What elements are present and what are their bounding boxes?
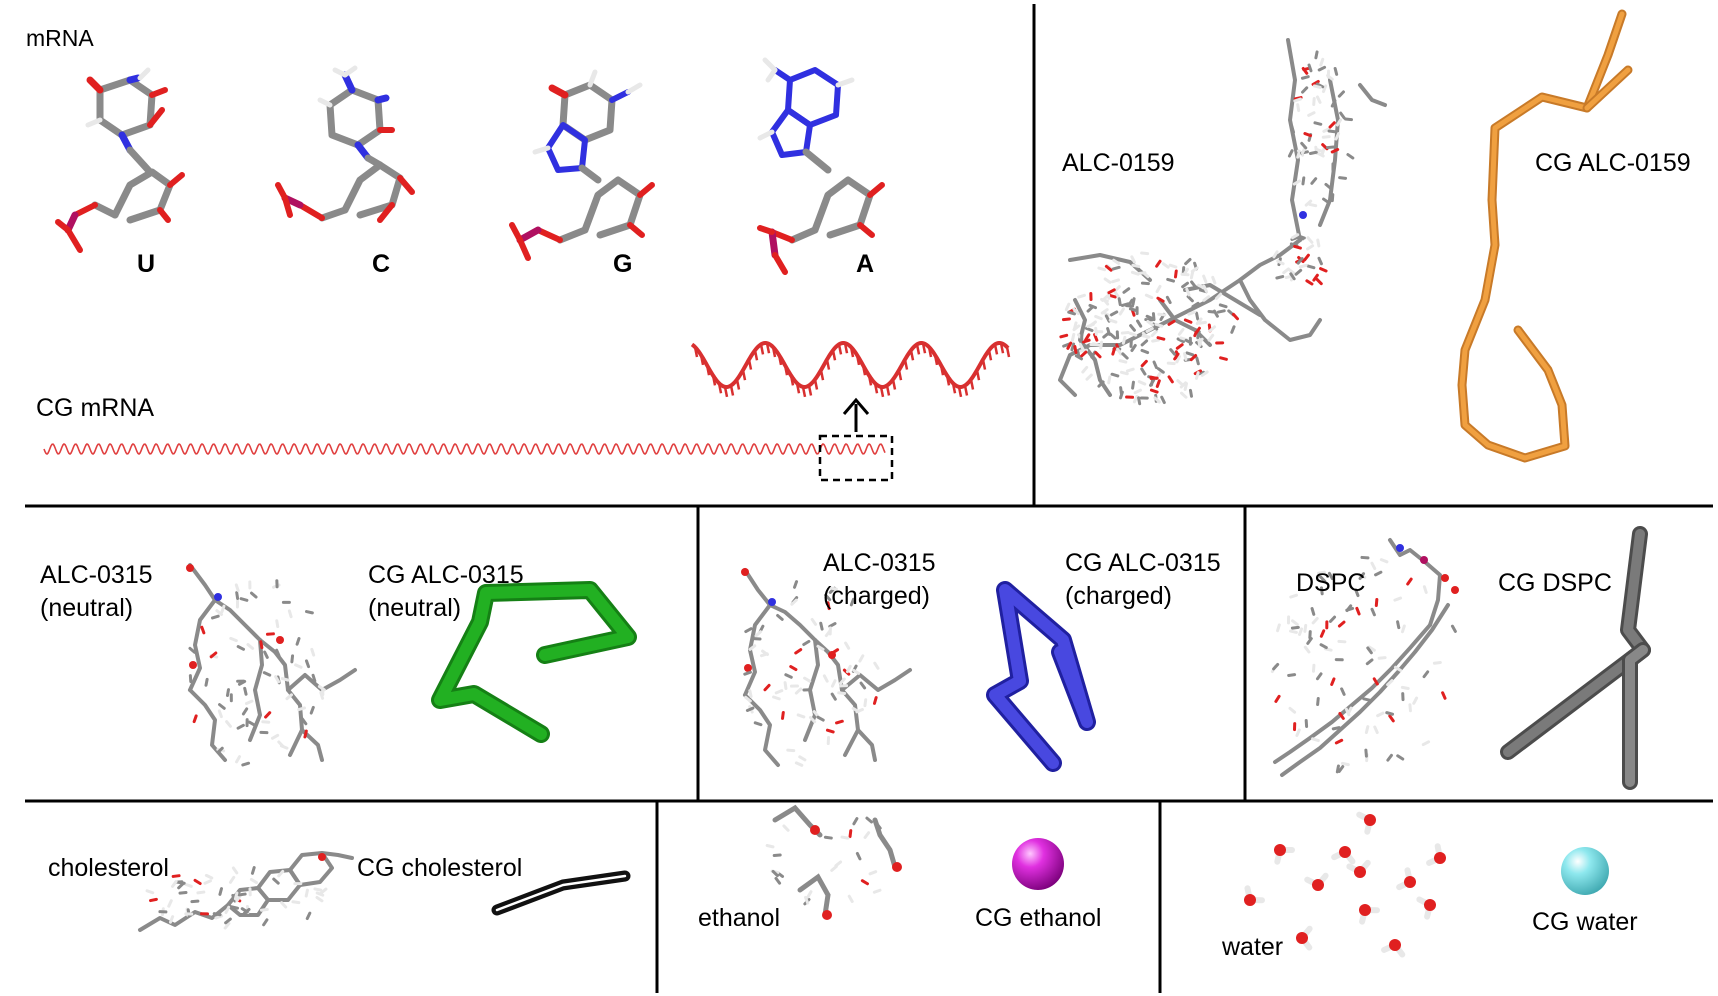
cg-mrna-strand <box>43 443 886 455</box>
alc0315-neutral-label-2: (neutral) <box>40 594 134 622</box>
panel-dividers <box>25 4 1713 993</box>
alc0315-neutral-label-1: ALC-0315 <box>40 561 153 589</box>
cholesterol-label: cholesterol <box>48 854 169 882</box>
cg-alc0315-neutral-label-2: (neutral) <box>368 594 462 622</box>
cg-alc0315-charged-label-2: (charged) <box>1065 582 1172 610</box>
nucleotide-g <box>509 69 655 261</box>
cg-mrna-helix-zoom <box>690 341 1011 398</box>
ethanol-label: ethanol <box>698 904 781 932</box>
cg-ethanol-label: CG ethanol <box>975 904 1102 932</box>
base-label-a: A <box>856 250 875 278</box>
cg-mrna-label: CG mRNA <box>36 394 155 422</box>
ethanol-molecules <box>765 804 902 920</box>
cg-cholesterol-trace <box>491 870 631 916</box>
cg-alc0315-neutral-label-1: CG ALC-0315 <box>368 561 524 589</box>
dspc-atomistic <box>1270 538 1459 777</box>
cg-water-bead <box>1561 847 1609 895</box>
alc0159-atomistic <box>1058 38 1387 406</box>
cg-alc0159-trace <box>1457 9 1633 463</box>
mrna-title: mRNA <box>26 25 94 51</box>
base-label-g: G <box>613 250 633 278</box>
cg-ethanol-bead <box>1012 838 1064 890</box>
alc0315-charged-label-2: (charged) <box>823 582 930 610</box>
cg-dspc-trace <box>1500 526 1651 790</box>
nucleotide-c <box>275 65 415 223</box>
nucleotide-a <box>757 57 885 275</box>
cg-alc0315-charged-label-1: CG ALC-0315 <box>1065 549 1221 577</box>
base-label-c: C <box>372 250 391 278</box>
cg-cholesterol-label: CG cholesterol <box>357 854 523 882</box>
cholesterol-atomistic <box>138 851 354 932</box>
water-molecules <box>1244 811 1446 958</box>
alc0315-charged-atomistic <box>741 568 912 767</box>
dspc-label: DSPC <box>1296 569 1366 597</box>
cg-alc0159-label: CG ALC-0159 <box>1535 149 1691 177</box>
alc0315-charged-label-1: ALC-0315 <box>823 549 936 577</box>
base-label-u: U <box>137 250 156 278</box>
alc0315-neutral-atomistic <box>186 563 357 767</box>
cg-alc0315-charged-trace <box>986 581 1096 772</box>
nucleotide-u <box>55 67 185 253</box>
cg-water-label: CG water <box>1532 908 1638 936</box>
alc0159-label: ALC-0159 <box>1062 149 1175 177</box>
cg-alc0315-neutral-trace <box>431 581 637 743</box>
water-label: water <box>1222 933 1284 961</box>
cg-dspc-label: CG DSPC <box>1498 569 1612 597</box>
cg-mrna-zoom-box <box>818 397 894 482</box>
